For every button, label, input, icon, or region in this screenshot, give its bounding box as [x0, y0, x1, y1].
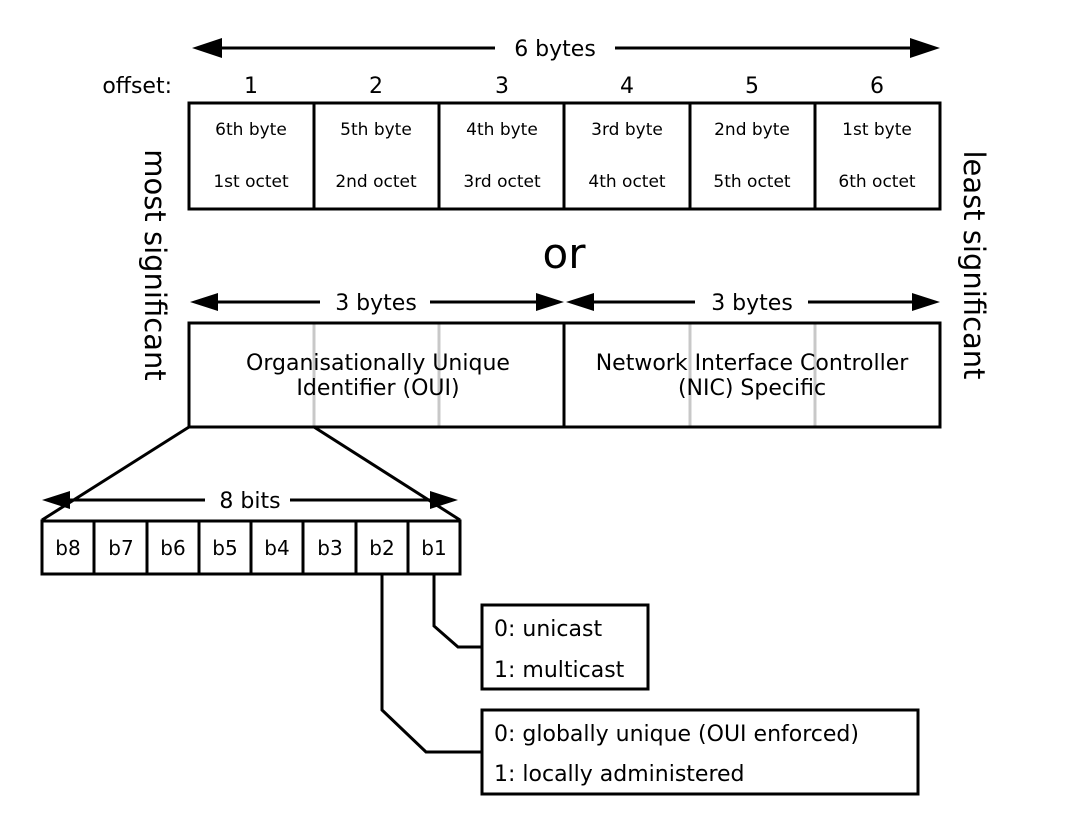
- bit-label: b3: [317, 536, 342, 560]
- offset-number: 4: [620, 74, 634, 99]
- most-significant-label: most significant: [138, 149, 172, 380]
- bit-label: b1: [421, 536, 446, 560]
- bit-label: b8: [55, 536, 80, 560]
- byte-cell-byte: 4th byte: [466, 120, 538, 140]
- least-significant-label: least significant: [957, 150, 991, 379]
- nic-text: Network Interface Controller: [596, 351, 910, 376]
- b1-legend-line: 1: multicast: [494, 658, 625, 683]
- bit-label: b5: [212, 536, 237, 560]
- oui-text: Identifier (OUI): [296, 376, 459, 401]
- offset-label: offset:: [102, 74, 172, 99]
- byte-cell-octet: 1st octet: [213, 172, 289, 192]
- bit-label: b4: [264, 536, 289, 560]
- b1-legend-line: 0: unicast: [494, 617, 602, 642]
- byte-cell-octet: 6th octet: [838, 172, 916, 192]
- nic-text: (NIC) Specific: [678, 376, 826, 401]
- bit-label: b2: [369, 536, 394, 560]
- arrowhead-right: [536, 293, 564, 311]
- arrowhead-left: [42, 491, 70, 509]
- b2-legend: 0: globally unique (OUI enforced) 1: loc…: [480, 708, 920, 796]
- b2-legend-line: 1: locally administered: [494, 762, 745, 787]
- byte-cell-octet: 4th octet: [588, 172, 666, 192]
- b2-legend-line: 0: globally unique (OUI enforced): [494, 722, 859, 747]
- arrowhead-left: [192, 38, 222, 58]
- arrowhead-left: [190, 293, 218, 311]
- eight-bits-label: 8 bits: [219, 489, 280, 514]
- oui-nic-box: Organisationally Unique Identifier (OUI)…: [187, 321, 942, 429]
- offset-number: 1: [244, 74, 258, 99]
- offset-number: 3: [495, 74, 509, 99]
- b1-legend: 0: unicast 1: multicast: [480, 603, 650, 691]
- bit-row: b8 b7 b6 b5 b4 b3 b2 b1: [40, 519, 462, 576]
- b1-connector: [432, 574, 482, 649]
- six-bytes-span: 6 bytes: [192, 37, 940, 62]
- b2-connector: [380, 574, 482, 754]
- six-bytes-label: 6 bytes: [514, 37, 596, 62]
- arrowhead-right: [912, 293, 940, 311]
- byte-cell-byte: 3rd byte: [591, 120, 663, 140]
- arrowhead-right: [910, 38, 940, 58]
- byte-cell-byte: 6th byte: [215, 120, 287, 140]
- offset-number: 6: [870, 74, 884, 99]
- byte-cell-byte: 5th byte: [340, 120, 412, 140]
- or-label: or: [543, 229, 587, 278]
- offset-numbers: 1 2 3 4 5 6: [244, 74, 884, 99]
- byte-cell-octet: 3rd octet: [463, 172, 541, 192]
- byte-cell-octet: 2nd octet: [335, 172, 417, 192]
- byte-table: 6th byte 1st octet 5th byte 2nd octet 4t…: [187, 101, 942, 211]
- oui-text: Organisationally Unique: [246, 351, 510, 376]
- arrowhead-right: [430, 491, 458, 509]
- nic-span: 3 bytes: [566, 291, 940, 316]
- byte-cell-byte: 2nd byte: [714, 120, 790, 140]
- bit-label: b6: [160, 536, 185, 560]
- oui-bytes-label: 3 bytes: [335, 291, 417, 316]
- bit-label: b7: [108, 536, 133, 560]
- byte-cell-byte: 1st byte: [842, 120, 912, 140]
- nic-bytes-label: 3 bytes: [711, 291, 793, 316]
- arrowhead-left: [566, 293, 594, 311]
- oui-span: 3 bytes: [190, 291, 564, 316]
- offset-number: 2: [369, 74, 383, 99]
- byte-cell-octet: 5th octet: [713, 172, 791, 192]
- offset-number: 5: [745, 74, 759, 99]
- eight-bits-span: 8 bits: [42, 489, 458, 514]
